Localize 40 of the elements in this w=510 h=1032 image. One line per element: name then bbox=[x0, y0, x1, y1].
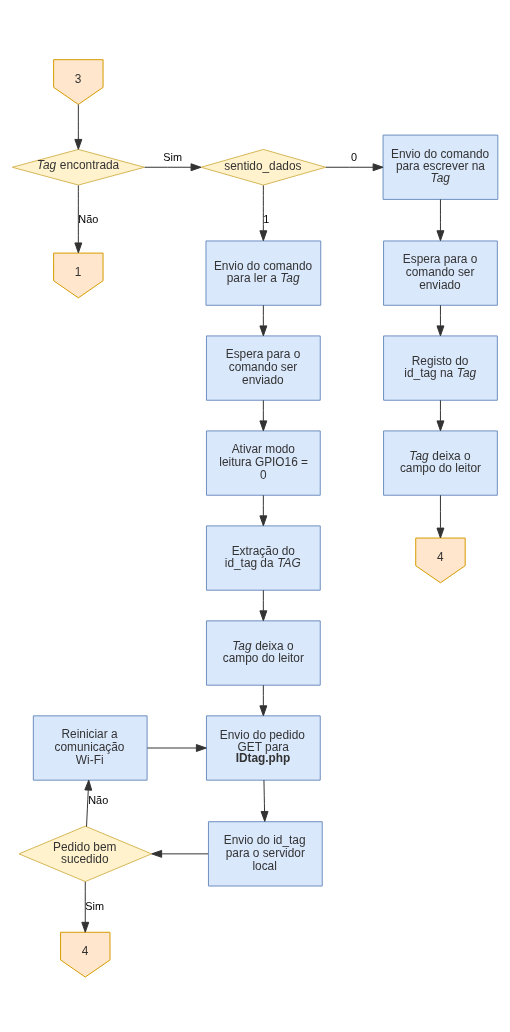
arrow bbox=[436, 494, 445, 539]
node-box: Registo do id_tag na Tag bbox=[383, 335, 498, 401]
node-box: Envio do id_tag para o servidor local bbox=[207, 821, 323, 887]
arrow bbox=[259, 589, 268, 622]
node-box: Extração do id_tag da TAG bbox=[205, 525, 321, 591]
edge-label: Sim bbox=[163, 151, 183, 164]
arrow bbox=[84, 779, 93, 828]
arrow bbox=[260, 779, 269, 822]
arrow bbox=[74, 104, 83, 150]
edge-label: 0 bbox=[350, 151, 357, 164]
arrow bbox=[325, 163, 384, 172]
arrow bbox=[151, 849, 209, 858]
arrow bbox=[436, 198, 445, 242]
node-box: Espera para o comando ser enviado bbox=[383, 240, 498, 306]
arrow bbox=[259, 494, 268, 527]
node-box: Envio do pedido GET para IDtag.php bbox=[205, 715, 321, 781]
node-box: Envio do comando para escrever na Tag bbox=[382, 134, 499, 200]
node-diamond: Tag encontrada bbox=[11, 148, 145, 186]
arrow bbox=[259, 399, 268, 432]
edge-label: Não bbox=[88, 793, 109, 806]
arrow bbox=[259, 304, 268, 337]
arrow bbox=[259, 684, 268, 717]
edge-label: 1 bbox=[263, 212, 270, 225]
node-box: Tag deixa o campo do leitor bbox=[205, 620, 321, 686]
edge-label: Não bbox=[78, 212, 99, 225]
node-box: Reiniciar a comunicação Wi-Fi bbox=[32, 715, 148, 781]
node-box: Tag deixa o campo do leitor bbox=[383, 430, 498, 496]
arrow bbox=[146, 744, 207, 752]
arrow bbox=[259, 184, 268, 242]
edge-label: Sim bbox=[85, 899, 104, 912]
node-diamond: Pedido bem sucedido bbox=[18, 825, 153, 883]
arrow bbox=[436, 399, 445, 432]
node-box: Espera para o comando ser enviado bbox=[205, 335, 321, 401]
node-diamond: sentido_dados bbox=[200, 148, 327, 186]
arrow bbox=[81, 881, 90, 933]
arrow bbox=[144, 163, 202, 172]
node-box: Envio do comando para ler a Tag bbox=[205, 240, 322, 306]
arrow bbox=[74, 184, 83, 254]
node-box: Ativar modo leitura GPIO16 = 0 bbox=[205, 430, 321, 496]
arrow bbox=[436, 304, 445, 337]
